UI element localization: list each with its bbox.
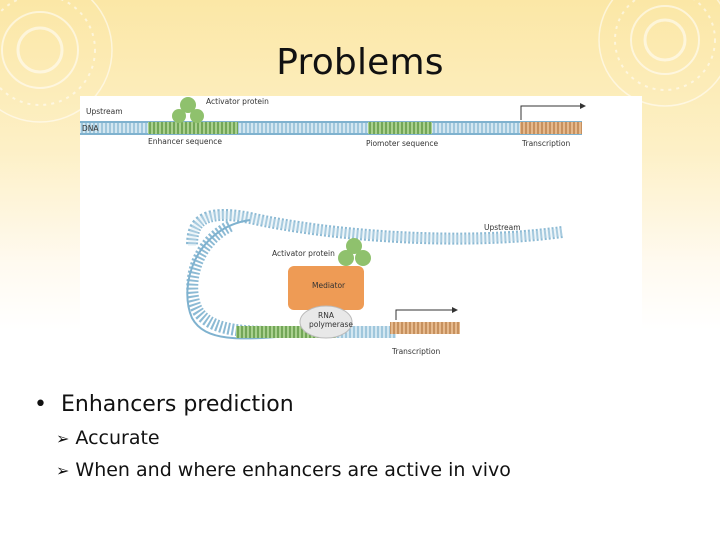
linear-dna — [80, 97, 586, 135]
sub-bullet-text: Accurate — [75, 427, 160, 449]
enhancer-diagram: Upstream Activator protein DNA Enhancer … — [80, 96, 642, 364]
activator-protein-bottom — [338, 238, 371, 266]
bullet-dot-icon: • — [34, 392, 47, 417]
enhancer-diagram-svg: Upstream Activator protein DNA Enhancer … — [80, 97, 586, 356]
background-decoration — [0, 0, 720, 330]
looped-dna — [186, 208, 563, 340]
arrow-bullet-icon: ➢ — [56, 428, 70, 448]
label-rna: RNA — [318, 311, 335, 320]
transcription-segment — [520, 122, 582, 134]
label-mediator: Mediator — [312, 281, 346, 290]
sub-bullet-item: ➢ When and where enhancers are active in… — [56, 459, 511, 481]
rna-polymerase — [299, 305, 353, 339]
transcription-segment-looped — [390, 322, 460, 334]
label-dna: DNA — [82, 124, 99, 133]
label-upstream-looped: Upstream — [484, 223, 521, 232]
sub-bullet-item: ➢ Accurate — [56, 427, 511, 449]
promoter-segment — [368, 122, 432, 134]
activator-protein-top — [172, 97, 204, 123]
label-transcription-looped: Transcription — [391, 347, 440, 356]
mediator-complex — [288, 266, 364, 310]
label-activator-protein-looped: Activator protein — [272, 249, 335, 258]
transcription-arrow-looped — [395, 309, 452, 320]
bullet-list: • Enhancers prediction ➢ Accurate ➢ When… — [34, 392, 511, 481]
arrow-bullet-icon: ➢ — [56, 460, 70, 480]
label-upstream: Upstream — [86, 107, 123, 116]
label-polymerase: polymerase — [309, 320, 353, 329]
label-enhancer-sequence: Enhancer sequence — [148, 137, 222, 146]
transcription-arrow — [520, 105, 580, 120]
label-transcription: Transcription — [521, 139, 570, 148]
label-promoter-sequence: Piomoter sequence — [366, 139, 438, 148]
bullet-text: Enhancers prediction — [60, 392, 294, 417]
slide-title: Problems — [276, 42, 444, 83]
enhancer-segment — [148, 122, 238, 134]
label-activator-protein: Activator protein — [206, 97, 269, 106]
bullet-item: • Enhancers prediction — [34, 392, 511, 417]
sub-bullet-text: When and where enhancers are active in v… — [75, 459, 511, 481]
